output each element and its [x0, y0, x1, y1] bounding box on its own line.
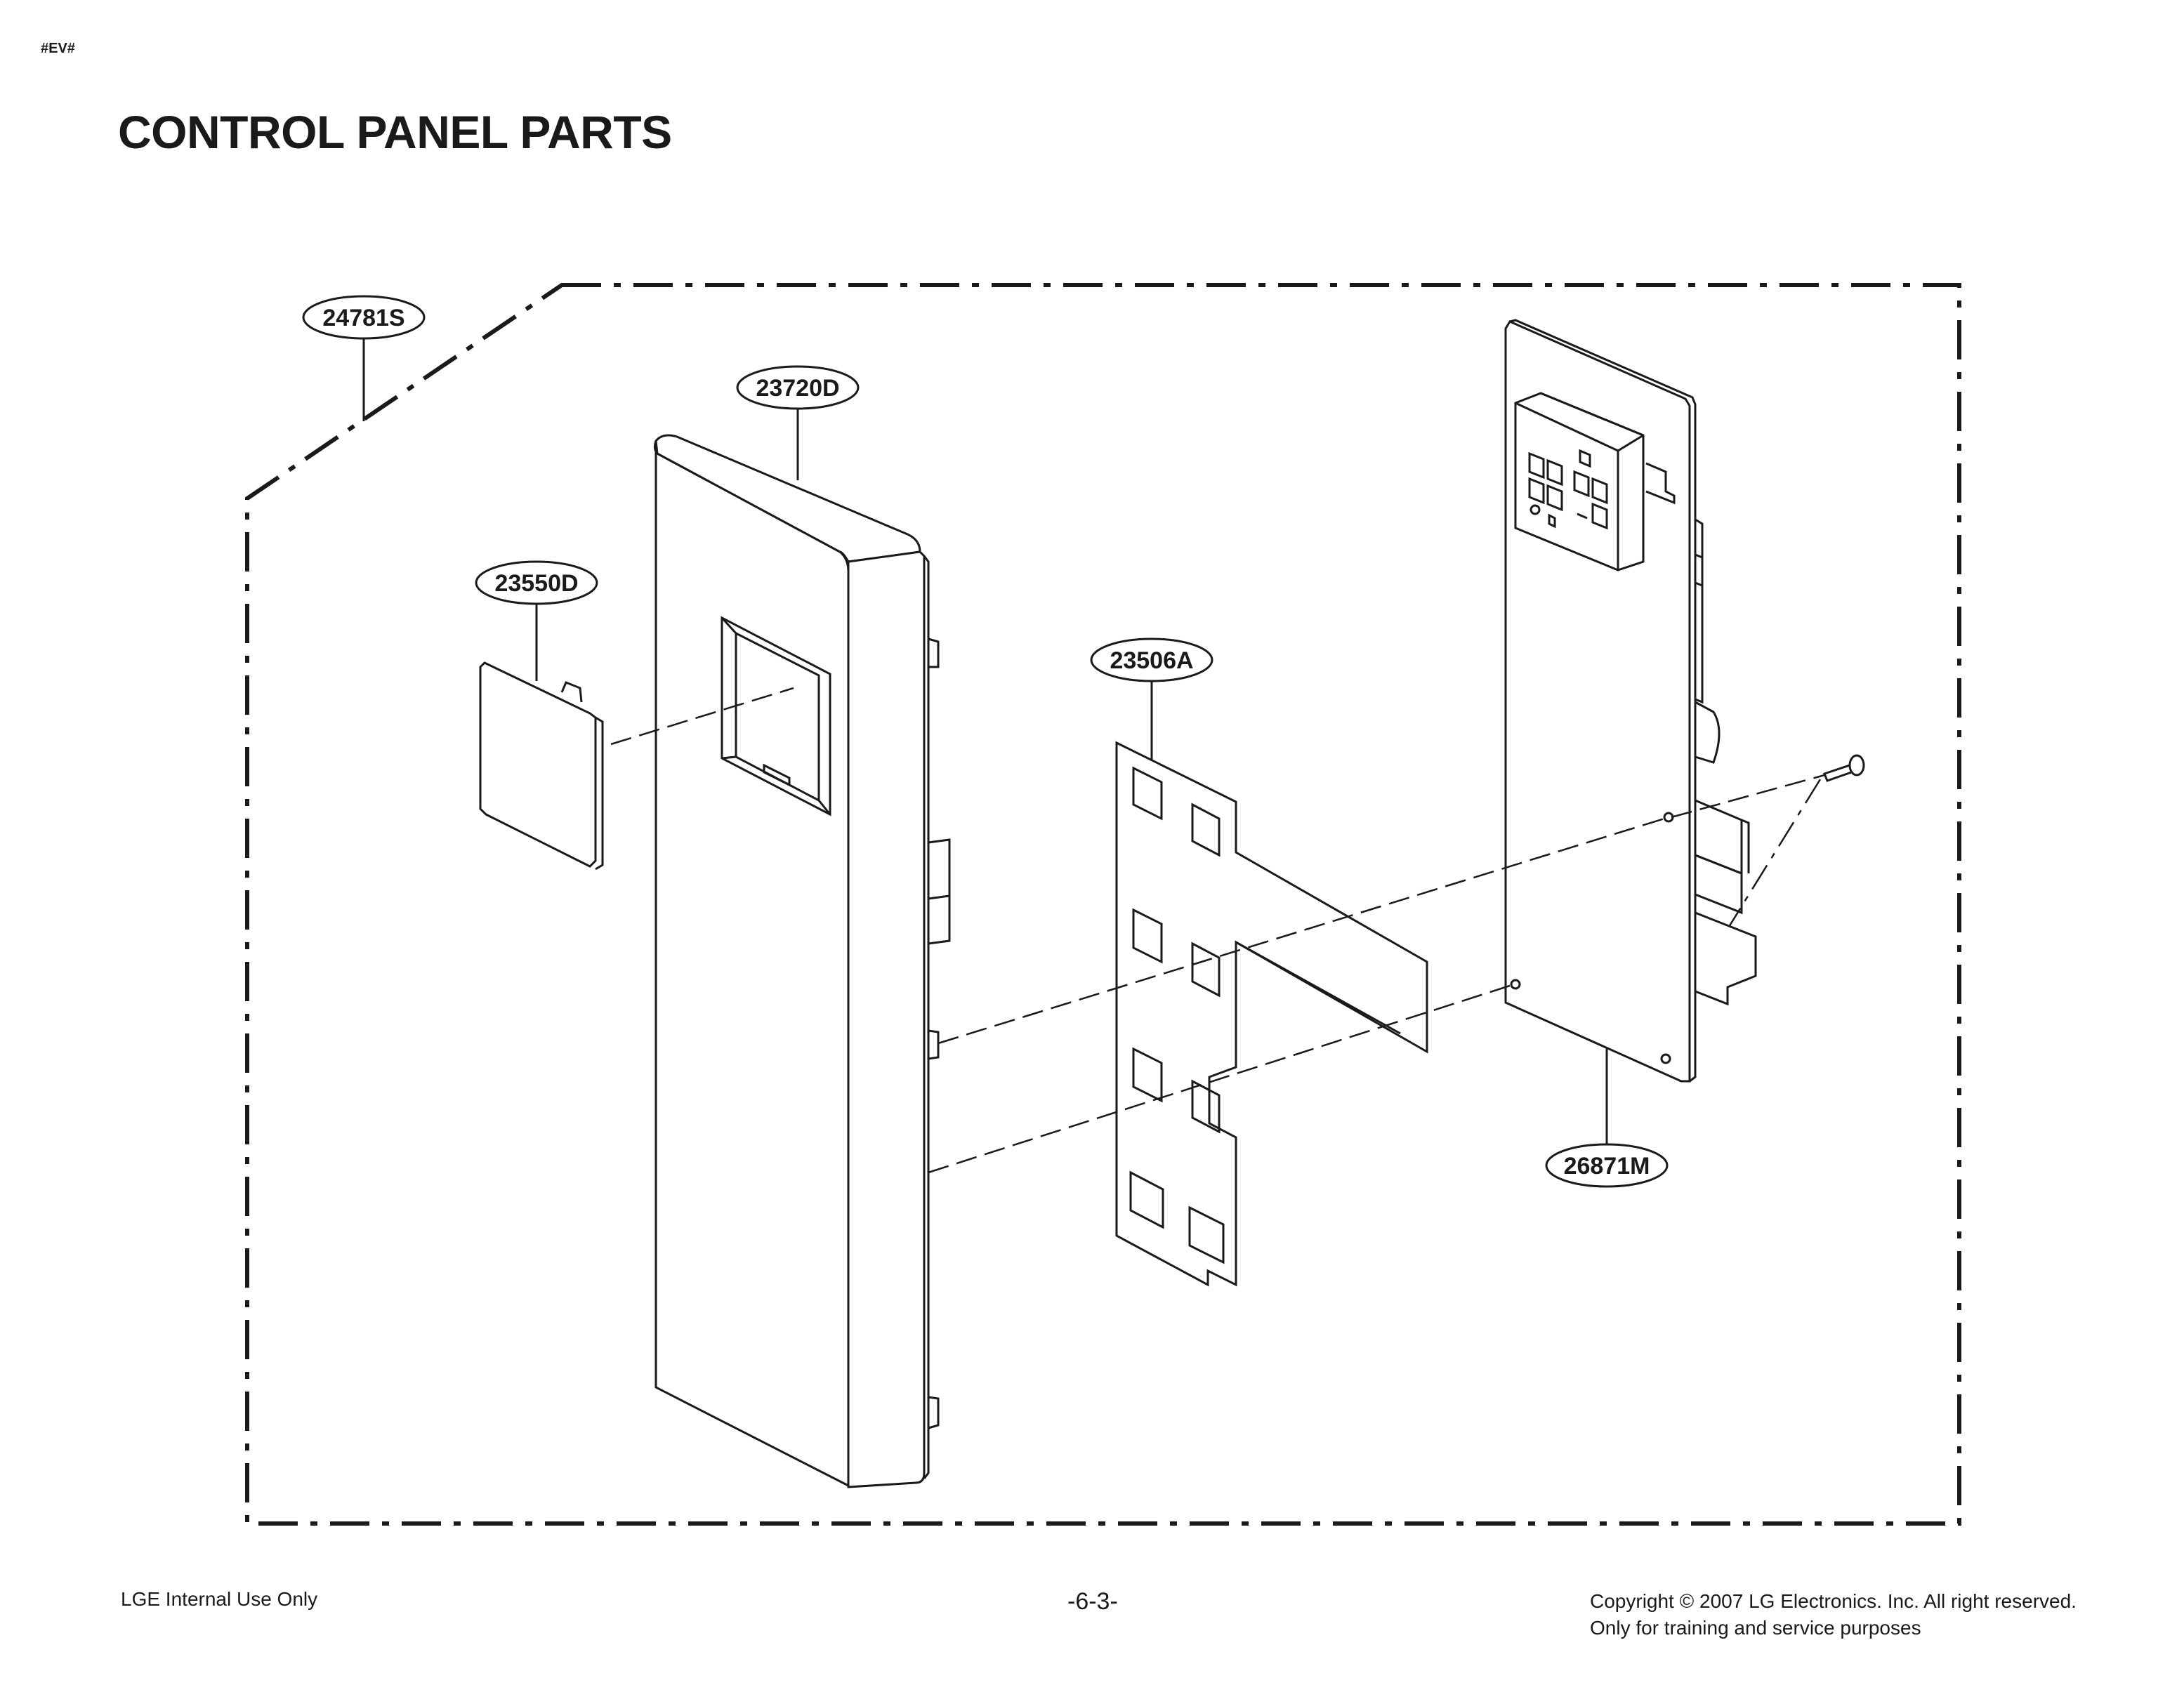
footer-copyright: Copyright © 2007 LG Electronics. Inc. Al…	[1590, 1588, 2077, 1641]
doc-tag: #EV#	[41, 41, 75, 56]
part-23550d-cap	[479, 661, 604, 871]
page-title: CONTROL PANEL PARTS	[118, 106, 672, 158]
callout-26871m: 26871M	[1545, 1049, 1669, 1188]
callout-label: 23550D	[494, 570, 578, 597]
part-26871m-pcb	[1504, 319, 1757, 1083]
part-23720d-panel	[653, 434, 951, 1488]
callout-23720d: 23720D	[736, 365, 860, 480]
callout-label: 26871M	[1564, 1153, 1650, 1180]
footer-internal-use: LGE Internal Use Only	[121, 1588, 318, 1610]
screw	[1823, 754, 1865, 782]
callout-24781s: 24781S	[302, 295, 426, 421]
callout-label: 24781S	[322, 305, 404, 331]
callout-23550d: 23550D	[475, 560, 598, 681]
part-23506a-membrane	[1115, 741, 1428, 1287]
callout-label: 23506A	[1110, 647, 1193, 674]
callout-label: 23720D	[756, 375, 839, 402]
callout-23506a: 23506A	[1090, 637, 1213, 760]
assembly-boundary	[245, 283, 1961, 1526]
usage-note: Only for training and service purposes	[1590, 1617, 1921, 1639]
page-number: -6-3-	[1067, 1588, 1118, 1615]
assembly-guide-lines	[610, 687, 1825, 1174]
copyright-line: Copyright © 2007 LG Electronics. Inc. Al…	[1590, 1590, 2077, 1612]
